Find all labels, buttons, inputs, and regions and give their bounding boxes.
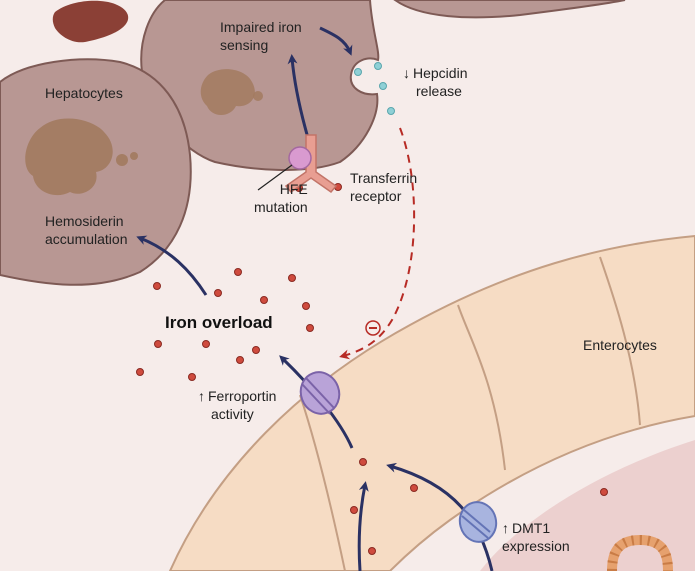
transferrin-receptor-label: Transferrin receptor xyxy=(350,170,418,204)
iron-particles xyxy=(136,183,608,555)
hepatocyte-top-right xyxy=(393,0,626,19)
hemosiderin-deposit xyxy=(200,69,255,115)
enterocyte-layer xyxy=(168,234,695,571)
hemosiderin-accumulation-label: Hemosiderin accumulation xyxy=(45,213,128,247)
liver-icon xyxy=(52,0,129,43)
hemosiderin-deposit xyxy=(25,118,113,196)
dmt1-expression-label: ↑DMT1 expression xyxy=(502,520,570,554)
hfe-mutation-label: HFE mutation xyxy=(254,181,308,215)
hepatocytes-label: Hepatocytes xyxy=(45,85,123,101)
intestine-icon xyxy=(607,534,673,571)
hepcidin-inhibition-arrow xyxy=(339,127,416,360)
ferroportin-transporter xyxy=(299,371,341,415)
ferroportin-activity-label: ↑Ferroportin activity xyxy=(198,388,277,422)
hepcidin-release-label: ↓Hepcidin release xyxy=(403,65,468,99)
transferrin-receptor xyxy=(284,134,338,194)
iron-overload-label: Iron overload xyxy=(165,313,273,332)
hepcidin-particles xyxy=(354,62,395,115)
enterocytes-label: Enterocytes xyxy=(583,337,657,353)
hfe-protein xyxy=(257,146,312,191)
dmt1-transporter xyxy=(458,501,498,543)
impaired-iron-sensing-label: Impaired iron sensing xyxy=(220,19,302,53)
